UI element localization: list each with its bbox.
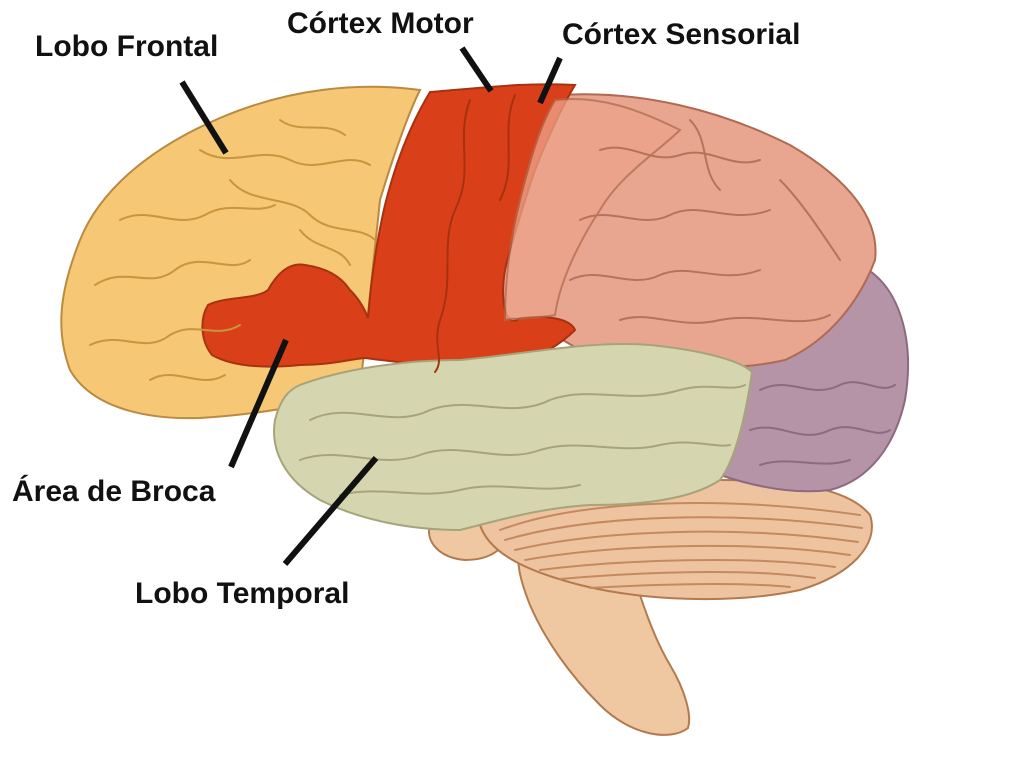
leader-cortex-sensorial: [537, 56, 563, 105]
motor-gyri: [434, 94, 516, 373]
cerebellum: [478, 478, 873, 601]
label-cortex-sensorial: Córtex Sensorial: [562, 18, 800, 51]
label-cortex-motor: Córtex Motor: [287, 7, 474, 40]
leader-lobo-frontal: [179, 80, 229, 155]
parietal-gyri: [569, 119, 841, 324]
label-lobo-frontal: Lobo Frontal: [35, 30, 218, 63]
leader-area-de-broca: [228, 338, 289, 469]
temporal-gyri: [299, 384, 746, 496]
leader-cortex-motor: [459, 46, 494, 93]
label-area-de-broca: Área de Broca: [12, 474, 216, 508]
sensory-cortex: [503, 98, 682, 322]
label-lobo-temporal: Lobo Temporal: [135, 577, 349, 610]
occipital-gyri: [749, 381, 896, 466]
leader-lobo-temporal: [282, 456, 379, 566]
frontal-gyri: [89, 119, 376, 381]
temporal-lobe: [273, 342, 754, 532]
